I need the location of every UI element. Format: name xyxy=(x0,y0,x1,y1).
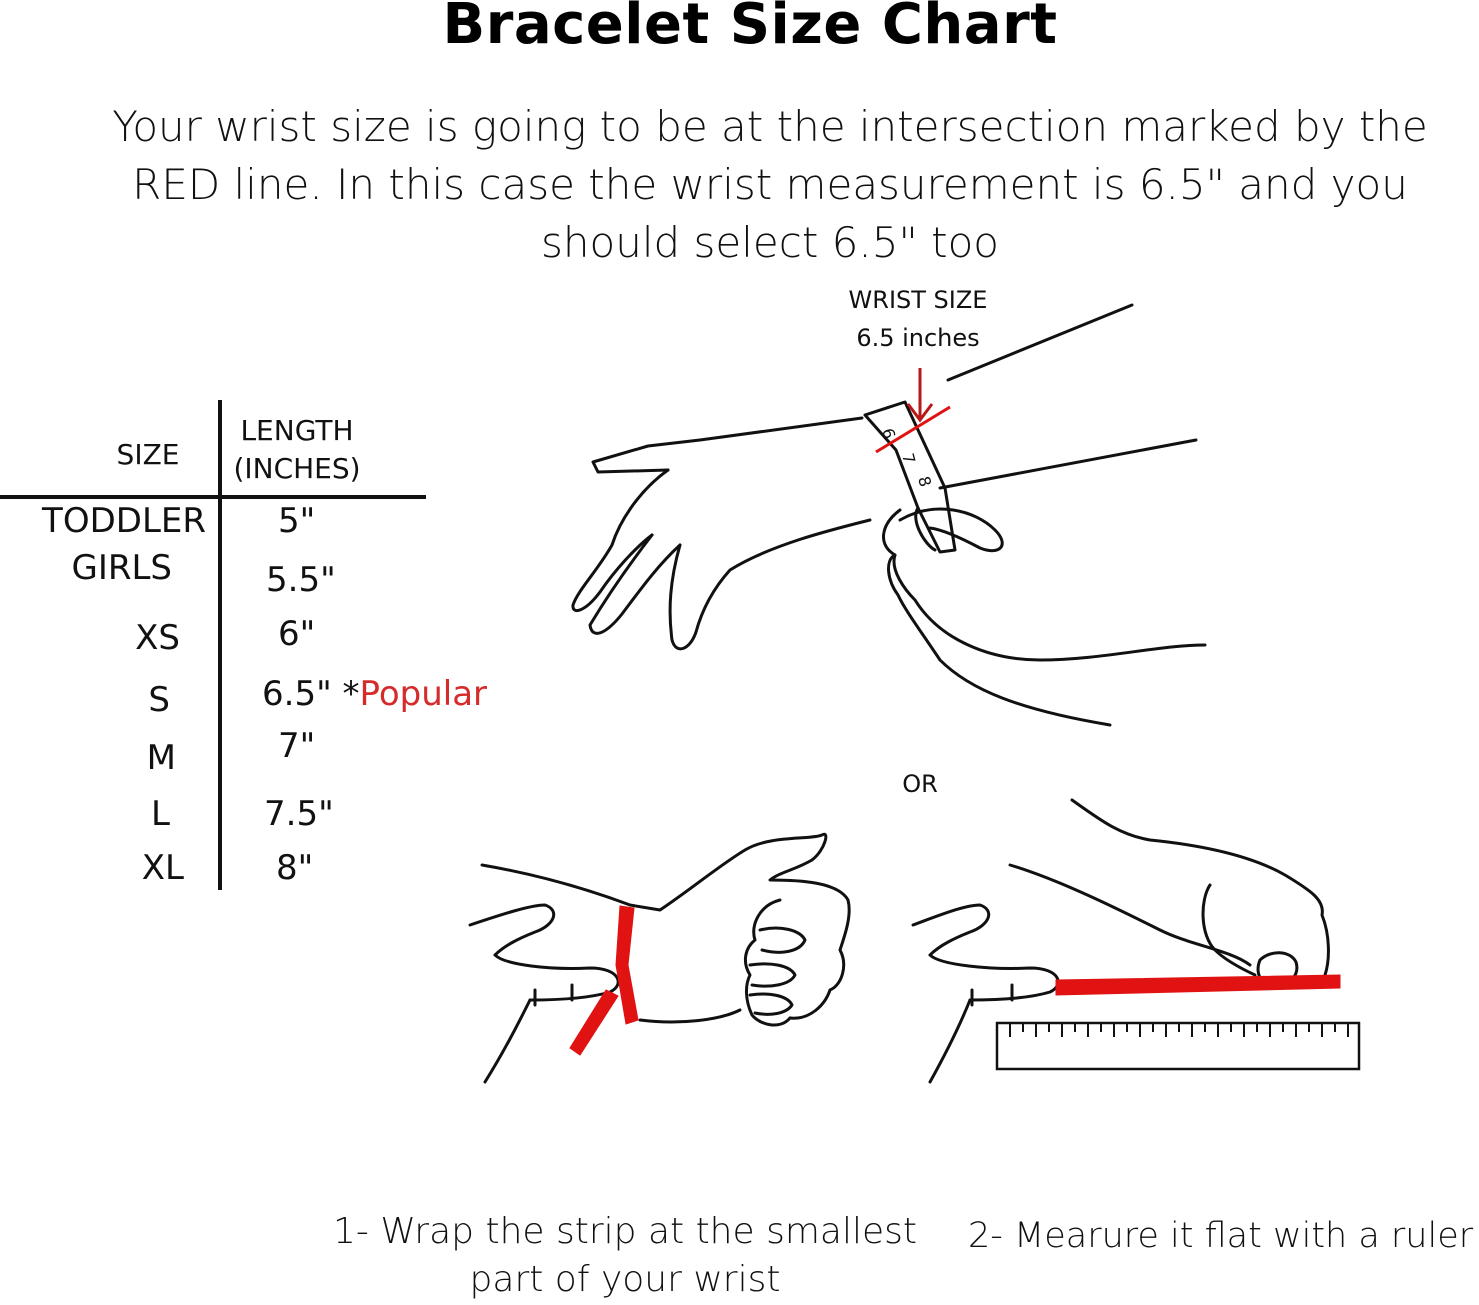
size-cell: S xyxy=(148,680,170,720)
or-label: OR xyxy=(902,770,938,798)
step-1-caption: 1- Wrap the strip at the smallest part o… xyxy=(330,1208,920,1304)
wrap-strip-illustration xyxy=(468,832,851,1084)
ruler-illustration xyxy=(911,798,1361,1084)
red-measurement-line xyxy=(875,405,951,454)
length-cell: 7" xyxy=(278,726,316,766)
size-cell: TODDLER xyxy=(42,501,206,541)
length-header-line1: LENGTH xyxy=(240,414,354,447)
size-cell: XS xyxy=(135,618,180,658)
size-column-header: SIZE xyxy=(116,438,180,471)
size-cell: L xyxy=(151,794,170,834)
tape-tick-7: 7 xyxy=(898,451,919,466)
length-cell: 7.5" xyxy=(264,794,334,834)
red-arrow-head xyxy=(906,403,934,423)
tape-tick-6: 6 xyxy=(878,426,899,441)
length-cell: 6" xyxy=(278,614,316,654)
size-cell: XL xyxy=(141,848,184,888)
size-cell: M xyxy=(146,738,176,778)
hand-tape-illustration: 6 7 8 xyxy=(571,303,1207,727)
step-1-line2: part of your wrist xyxy=(469,1259,781,1300)
length-column-header: LENGTH (INCHES) xyxy=(232,412,362,488)
tape-tick-8: 8 xyxy=(914,474,935,489)
intro-text: Your wrist size is going to be at the in… xyxy=(112,102,1428,267)
length-cell-popular: 6.5" *Popular xyxy=(262,674,487,714)
wrist-size-label: WRIST SIZE xyxy=(848,286,988,314)
step-2-caption: 2- Mearure it flat with a ruler xyxy=(968,1216,1474,1256)
popular-badge: Popular xyxy=(359,674,488,714)
page-title: Bracelet Size Chart xyxy=(442,0,1058,57)
length-value: 6.5" xyxy=(262,674,332,714)
size-cell: GIRLS xyxy=(71,548,172,588)
length-header-line2: (INCHES) xyxy=(233,452,361,485)
wrist-size-value: 6.5 inches xyxy=(856,324,980,352)
length-cell: 8" xyxy=(276,848,314,888)
popular-asterisk: * xyxy=(331,674,360,714)
length-cell: 5.5" xyxy=(266,560,336,600)
step-1-line1: 1- Wrap the strip at the smallest xyxy=(332,1211,917,1252)
length-cell: 5" xyxy=(278,501,316,541)
